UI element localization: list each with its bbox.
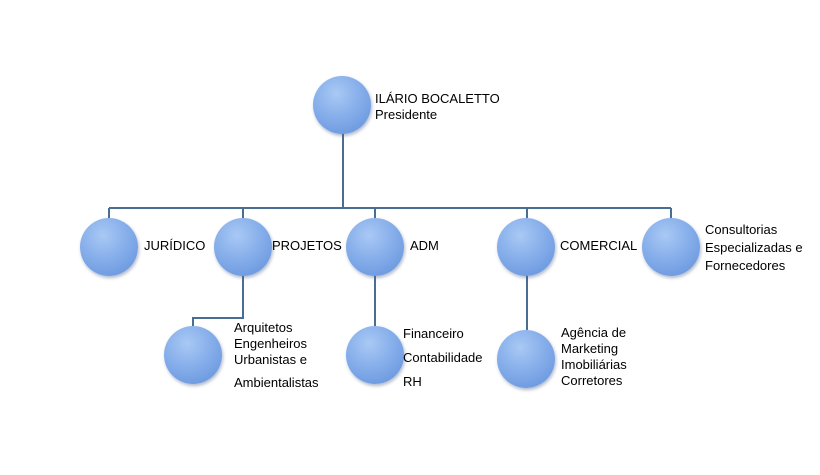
projetos-sub-node bbox=[164, 326, 222, 384]
projetos-sub-line-2: Engenheiros bbox=[234, 336, 307, 351]
president-name: ILÁRIO BOCALETTO bbox=[375, 91, 500, 106]
president-node bbox=[313, 76, 371, 134]
president-role: Presidente bbox=[375, 107, 438, 122]
juridico-node bbox=[80, 218, 138, 276]
adm-sub-line-3: RH bbox=[403, 374, 422, 389]
comercial-sub-line-1: Agência de bbox=[561, 325, 627, 340]
comercial-sub-line-2: Marketing bbox=[561, 341, 619, 356]
consultorias-label: Consultorias Especializadas e Fornecedor… bbox=[705, 221, 803, 275]
consultorias-line-1: Consultorias bbox=[705, 222, 778, 237]
adm-node bbox=[346, 218, 404, 276]
comercial-node bbox=[497, 218, 555, 276]
adm-sub-line-2: Contabilidade bbox=[403, 350, 483, 365]
projetos-sub-label: Arquitetos Engenheiros Urbanistas e Ambi… bbox=[234, 320, 319, 391]
adm-sub-node bbox=[346, 326, 404, 384]
adm-sub-line-1: Financeiro bbox=[403, 326, 464, 341]
president-label: ILÁRIO BOCALETTO Presidente bbox=[375, 91, 500, 123]
projetos-sub-line-4: Ambientalistas bbox=[234, 375, 319, 390]
consultorias-node bbox=[642, 218, 700, 276]
projetos-node bbox=[214, 218, 272, 276]
comercial-sub-line-4: Corretores bbox=[561, 373, 623, 388]
comercial-sub-line-3: Imobiliárias bbox=[561, 357, 627, 372]
projetos-label: PROJETOS bbox=[272, 238, 342, 253]
comercial-sub-label: Agência de Marketing Imobiliárias Corret… bbox=[561, 325, 627, 389]
comercial-label: COMERCIAL bbox=[560, 238, 638, 253]
adm-sub-label: Financeiro Contabilidade RH bbox=[403, 322, 483, 394]
projetos-sub-line-1: Arquitetos bbox=[234, 320, 293, 335]
consultorias-line-3: Fornecedores bbox=[705, 258, 786, 273]
comercial-sub-node bbox=[497, 330, 555, 388]
adm-label: ADM bbox=[410, 238, 439, 253]
consultorias-line-2: Especializadas e bbox=[705, 240, 803, 255]
juridico-label: JURÍDICO bbox=[144, 238, 206, 253]
projetos-sub-connector bbox=[192, 275, 244, 326]
projetos-sub-line-3: Urbanistas e bbox=[234, 352, 307, 367]
